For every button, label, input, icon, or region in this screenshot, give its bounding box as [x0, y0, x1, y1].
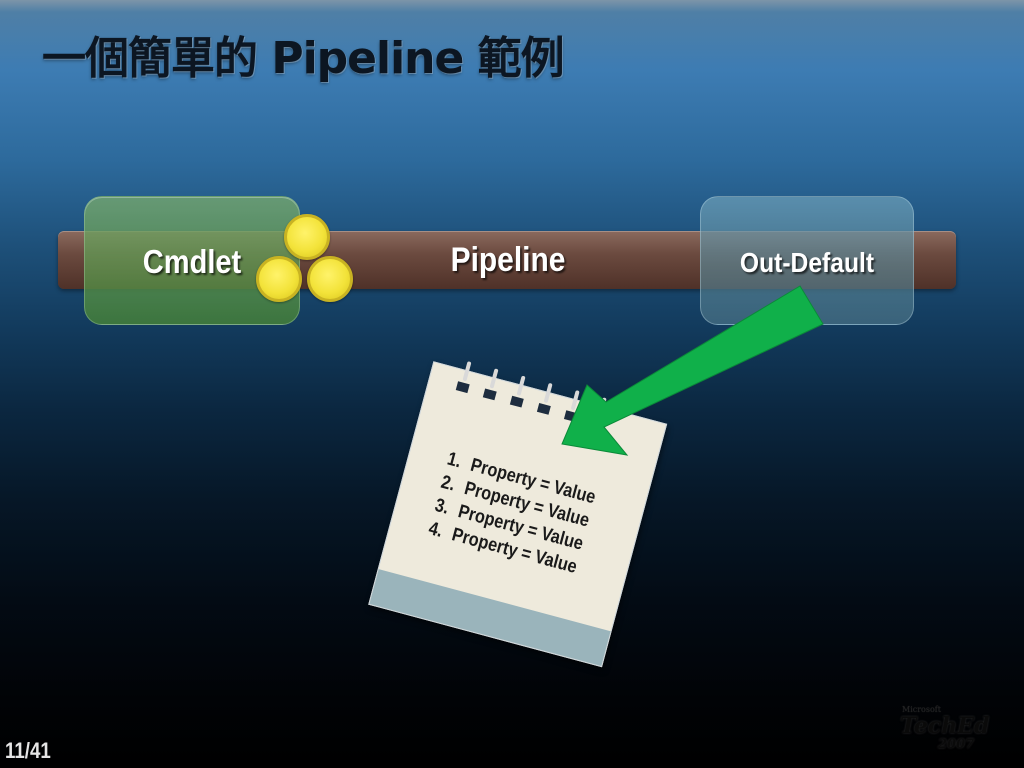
object-dot — [256, 256, 302, 302]
pipeline-label: Pipeline — [450, 241, 566, 279]
object-dot — [284, 214, 330, 260]
slide-title: 一個簡單的 Pipeline 範例 — [42, 33, 565, 84]
teched-logo: Microsoft TechEd 2007 — [900, 705, 990, 752]
cmdlet-label: Cmdlet — [142, 243, 242, 280]
page-counter: 11/41 — [5, 738, 51, 763]
object-dot — [307, 256, 353, 302]
out-default-label: Out-Default — [739, 247, 875, 278]
